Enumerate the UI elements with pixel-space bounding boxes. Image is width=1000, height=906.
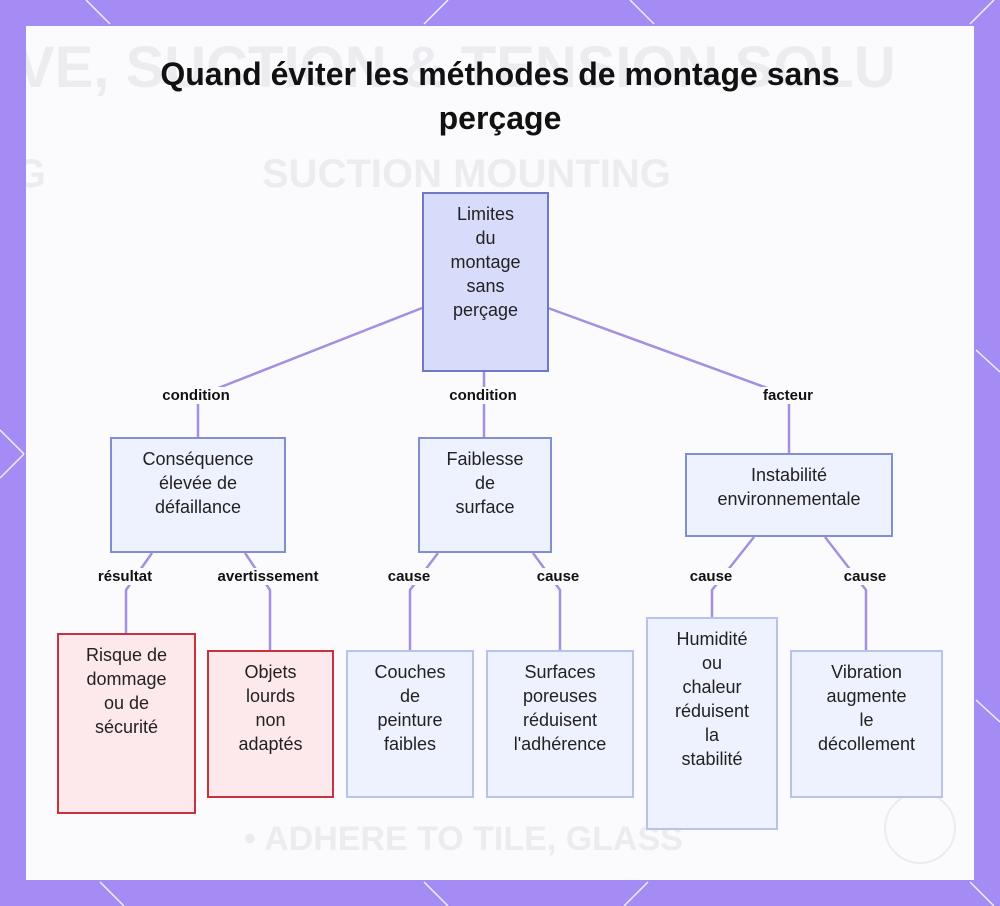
edge-consequence-objets [243,552,272,651]
node-couches-peinture: Couches de peinture faibles [346,650,474,798]
edge-faiblesse-couches [408,552,439,651]
node-instabilite-environnementale: Instabilité environnementale [685,453,893,537]
edge-instabilite-humidite [710,536,755,618]
edge-label-consequence-risque: résultat [95,568,155,585]
background-ghost-text: • ADHERE TO TILE, GLASS [244,820,683,858]
node-humidite-chaleur: Humidité ou chaleur réduisent la stabili… [646,617,778,830]
node-objets-lourds: Objets lourds non adaptés [207,650,334,798]
node-limites-montage: Limites du montage sans perçage [422,192,549,372]
background-ghost-text: NG [26,152,46,196]
edge-instabilite-vibration [824,536,868,651]
node-consequence-defaillance: Conséquence élevée de défaillance [110,437,286,553]
node-surfaces-poreuses: Surfaces poreuses réduisent l'adhérence [486,650,634,798]
edge-label-consequence-objets: avertissement [215,568,321,585]
background-ghost-text: SUCTION MOUNTING [262,152,671,196]
edge-label-faiblesse-couches: cause [385,568,433,585]
edge-label-root-instabilite: facteur [760,387,816,404]
diagram-title: Quand éviter les méthodes de montage san… [160,56,840,136]
edge-consequence-risque [124,552,154,634]
edge-root-consequence [196,306,423,438]
edge-label-root-faiblesse: condition [447,387,519,404]
edge-label-instabilite-humidite: cause [687,568,735,585]
edge-label-instabilite-vibration: cause [841,568,889,585]
edge-faiblesse-surfaces [531,552,562,651]
node-vibration: Vibration augmente le décollement [790,650,943,798]
edge-label-root-consequence: condition [160,387,232,404]
background-ghost-text: VE, SUCTION & TENSION SOLU [26,35,896,100]
edge-root-instabilite [547,306,791,454]
node-faiblesse-surface: Faiblesse de surface [418,437,552,553]
edge-label-faiblesse-surfaces: cause [534,568,582,585]
node-risque-dommage: Risque de dommage ou de sécurité [57,633,196,814]
